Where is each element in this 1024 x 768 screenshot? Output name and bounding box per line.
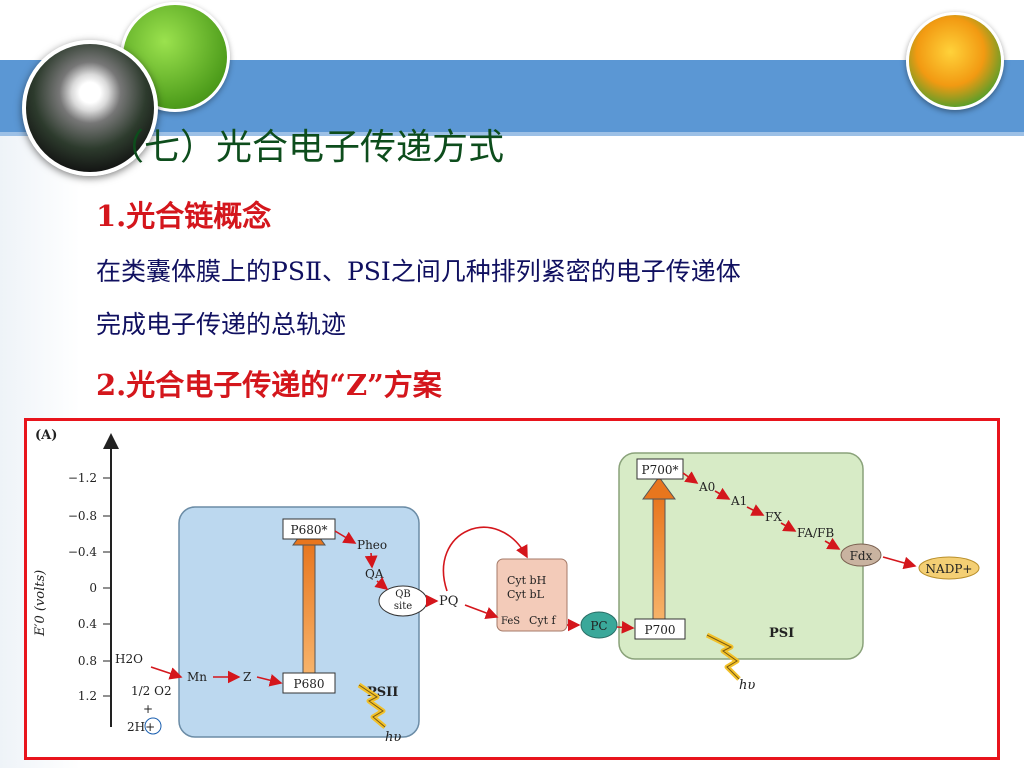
tick-label: 0.4 [78,617,97,631]
cyt-bl-label: Cyt bL [507,588,545,601]
nadp-node [918,556,980,580]
cyt-bh-label: Cyt bH [507,574,546,587]
site-label: site [394,601,412,612]
proton-circle [144,717,162,735]
definition-line-2: 完成电子传递的总轨迹 [96,310,347,339]
plus-label: + [143,702,153,716]
flow-arrow [464,604,499,620]
pq-label: PQ [439,594,458,609]
nadp-label: NADP+ [926,562,973,576]
p700-excited-label: P700* [642,463,679,477]
flow-arrow [824,537,841,550]
green-circle-decoration [120,2,230,112]
flow-arrow [746,504,765,516]
flow-arrow [780,519,797,532]
qb-label: QB [395,589,411,600]
p700-label: P700 [645,623,676,637]
light-label-psii: hυ [385,730,401,745]
tick-label: −1.2 [68,471,97,485]
flow-arrow [150,666,183,680]
cyt-b6f-box [496,558,568,632]
p680-excited-label: P680* [291,523,328,537]
fa-fb-label: FA/FB [797,526,834,540]
flow-arrow [374,577,389,590]
flow-arrow [364,552,378,569]
pc-label: PC [590,619,607,633]
axis-label: E′0 (volts) [33,570,48,637]
a1-label: A1 [730,494,747,508]
heading-photosynthetic-chain: 1.光合链概念 [96,199,272,233]
slide-title: （七）光合电子传递方式 [108,127,505,168]
heading-z-scheme: 2.光合电子传递的“Z”方案 [96,368,442,402]
header-band-edge [0,132,1024,136]
psi-label: PSI [769,626,794,641]
cyt-f-label: Cyt f [529,614,557,627]
z-label: Z [243,670,251,684]
tick-label: 0 [89,581,97,595]
z-scheme-diagram: (A) −1.2 −0.8 −0.4 0 0.4 0.8 1.2 E′0 (vo… [33,428,980,745]
flow-arrow [334,530,357,544]
flow-arrow [682,471,699,484]
two-h-label: 2H+ [127,720,155,734]
p700-box [634,618,686,640]
z-scheme-figure: (A) −1.2 −0.8 −0.4 0 0.4 0.8 1.2 E′0 (vo… [24,418,1000,760]
p700-excited-box [636,458,684,480]
p680-box [282,672,336,694]
cyclic-flow-arrow [442,526,528,592]
a0-label: A0 [698,480,715,494]
p680-excited-box [282,518,336,540]
electron-flow-arrows [150,471,917,687]
psii-excitation-arrow [302,542,316,674]
dandelion-photo-circle [22,40,158,176]
flow-arrow [714,487,731,500]
definition-line-1: 在类囊体膜上的PSⅡ、PSI之间几种排列紧密的电子传递体 [96,257,741,286]
pc-node [580,611,618,639]
p680-label: P680 [294,677,325,691]
fes-label: FeS [501,616,520,627]
light-label-psi: hυ [739,678,755,693]
flow-arrow [616,620,635,634]
tick-label: 1.2 [78,689,97,703]
fdx-label: Fdx [850,549,873,563]
pheo-label: Pheo [357,538,387,552]
qa-label: QA [365,567,384,581]
axis-ticks: −1.2 −0.8 −0.4 0 0.4 0.8 1.2 [68,471,111,703]
mn-label: Mn [187,670,207,684]
fx-label: FX [765,510,782,524]
panel-label: (A) [35,428,57,443]
tick-label: 0.8 [78,654,97,668]
flower-photo-circle [906,12,1004,110]
fdx-node [840,543,882,567]
tick-label: −0.8 [68,509,97,523]
half-o2-label: 1/2 O2 [131,684,172,698]
flow-arrow [256,674,283,687]
tick-label: −0.4 [68,545,98,559]
h2o-label: H2O [115,652,143,666]
psi-excitation-arrow [652,496,666,622]
flow-arrow [882,556,917,570]
